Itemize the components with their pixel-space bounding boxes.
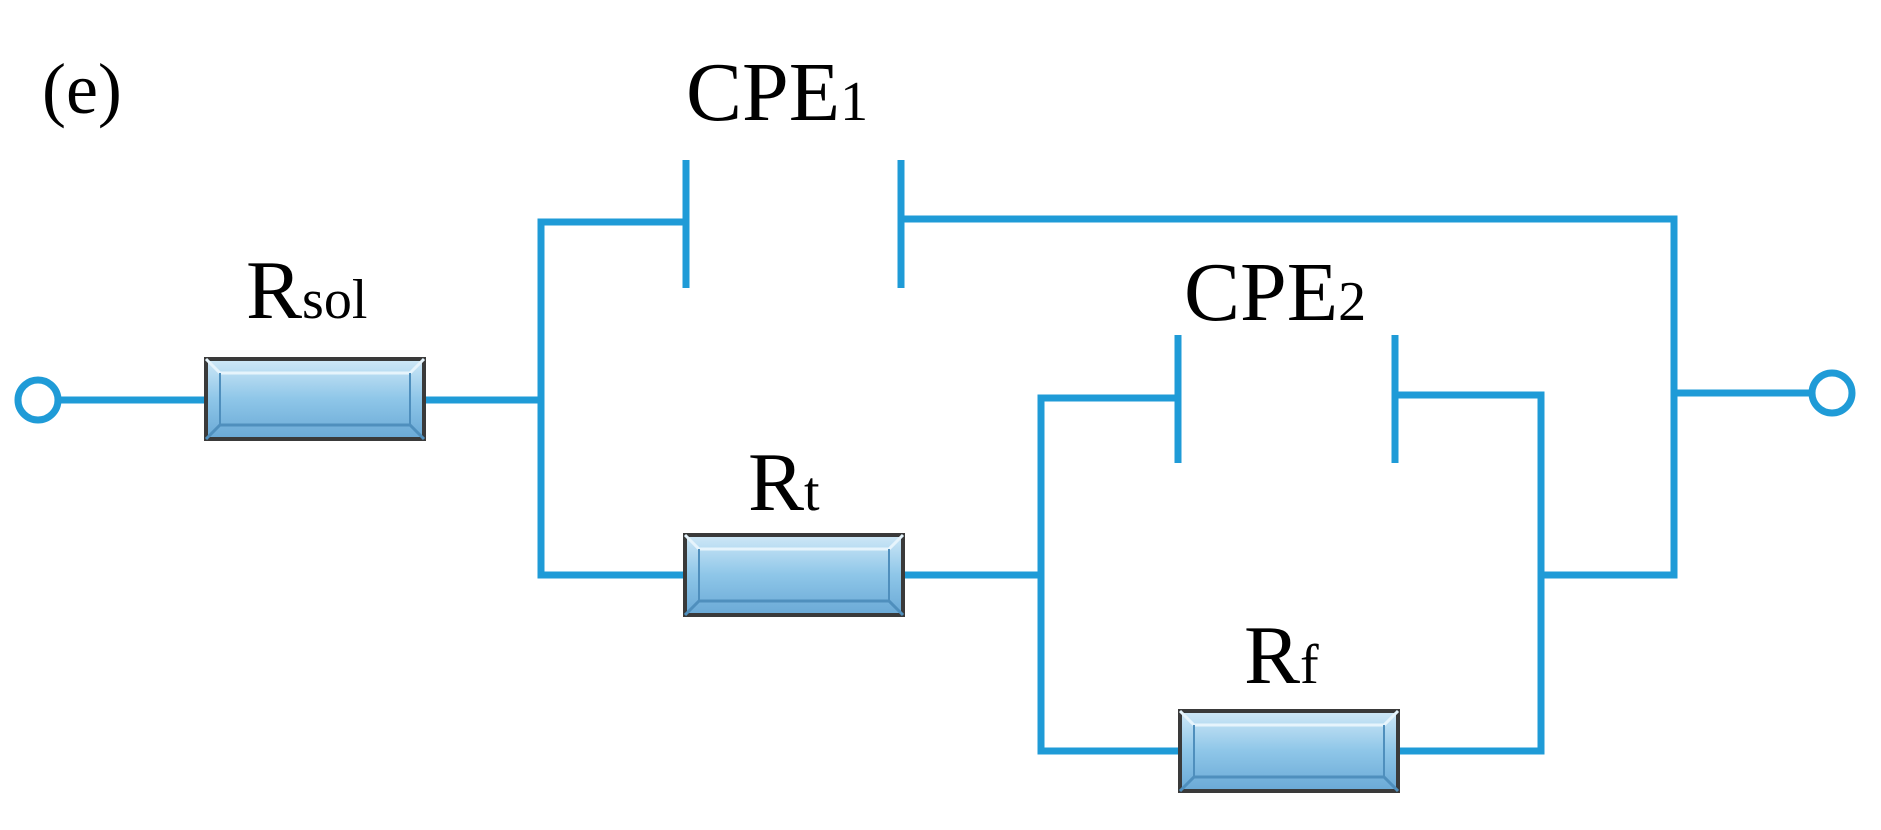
wire-cpe1-right-top <box>897 215 1678 579</box>
cpe1-element <box>682 160 905 288</box>
panel-label: (e) <box>42 49 122 129</box>
rt-label-sub: t <box>804 461 820 523</box>
wires <box>54 215 1816 755</box>
rt-label-main: R <box>748 436 804 529</box>
cpe1-label: CPE1 <box>686 46 868 139</box>
right-terminal <box>1808 369 1856 417</box>
rsol-label-sub: sol <box>302 269 367 331</box>
rsol-resistor <box>204 357 426 441</box>
cpe2-label-sub: 2 <box>1338 271 1366 333</box>
cpe2-label: CPE2 <box>1184 246 1366 339</box>
rf-label-main: R <box>1244 609 1300 702</box>
cpe2-element <box>1174 335 1399 463</box>
left-terminal <box>14 376 62 424</box>
rt-resistor <box>683 533 905 617</box>
rsol-label-main: R <box>246 244 302 337</box>
cpe1-label-sub: 1 <box>840 71 868 133</box>
rf-label: Rf <box>1244 609 1319 702</box>
rsol-label: Rsol <box>246 244 367 337</box>
rt-label: Rt <box>748 436 820 529</box>
cpe1-label-main: CPE <box>686 46 840 139</box>
cpe2-label-main: CPE <box>1184 246 1338 339</box>
rf-label-sub: f <box>1300 634 1319 696</box>
rf-resistor <box>1178 709 1400 793</box>
